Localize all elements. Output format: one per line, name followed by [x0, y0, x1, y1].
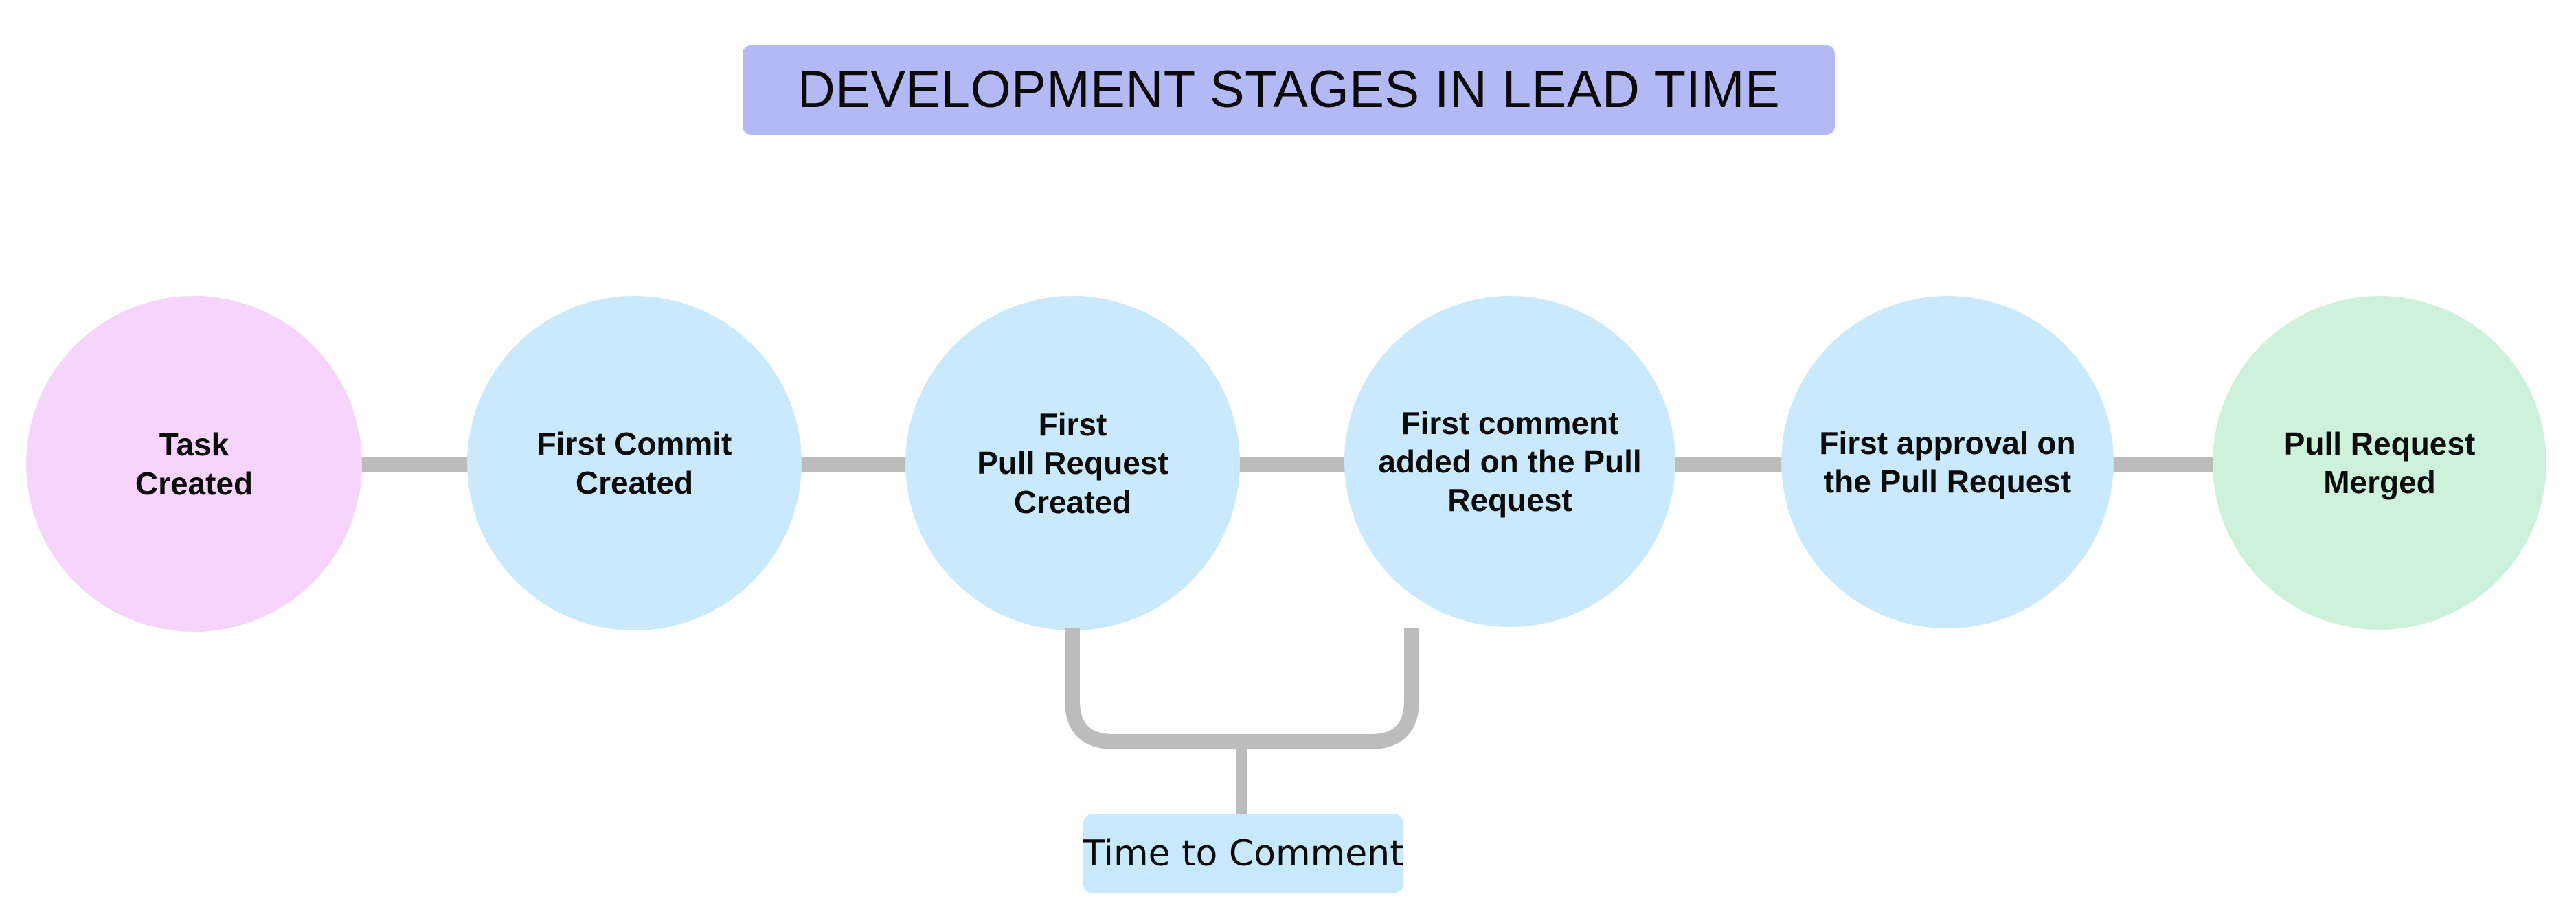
page-title: DEVELOPMENT STAGES IN LEAD TIME [797, 60, 1781, 119]
connector-comment-to-approval [1671, 457, 1785, 472]
connector-task-to-commit [358, 457, 471, 472]
node-label: Pull Request Merged [2283, 425, 2476, 500]
connector-pr-to-comment [1236, 457, 1348, 472]
annotation-time-to-comment[interactable]: Time to Comment [1083, 814, 1404, 893]
node-label: First approval on the Pull Request [1819, 424, 2076, 499]
node-label: First Commit Created [536, 426, 732, 501]
node-first-approval[interactable]: First approval on the Pull Request [1781, 296, 2114, 628]
node-label: Task Created [135, 426, 253, 501]
node-pull-request-merged[interactable]: Pull Request Merged [2213, 296, 2546, 630]
annotation-label: Time to Comment [1083, 833, 1404, 874]
diagram-title-banner: DEVELOPMENT STAGES IN LEAD TIME [743, 45, 1835, 135]
node-label: First comment added on the Pull Request [1378, 404, 1642, 519]
node-first-comment-added[interactable]: First comment added on the Pull Request [1344, 296, 1675, 627]
node-label: First Pull Request Created [977, 407, 1168, 520]
connector-commit-to-pr [798, 457, 909, 472]
connector-approval-to-merged [2110, 457, 2217, 472]
node-task-created[interactable]: Task Created [26, 296, 362, 632]
node-first-pull-request-created[interactable]: First Pull Request Created [905, 296, 1240, 630]
node-first-commit-created[interactable]: First Commit Created [467, 296, 802, 630]
